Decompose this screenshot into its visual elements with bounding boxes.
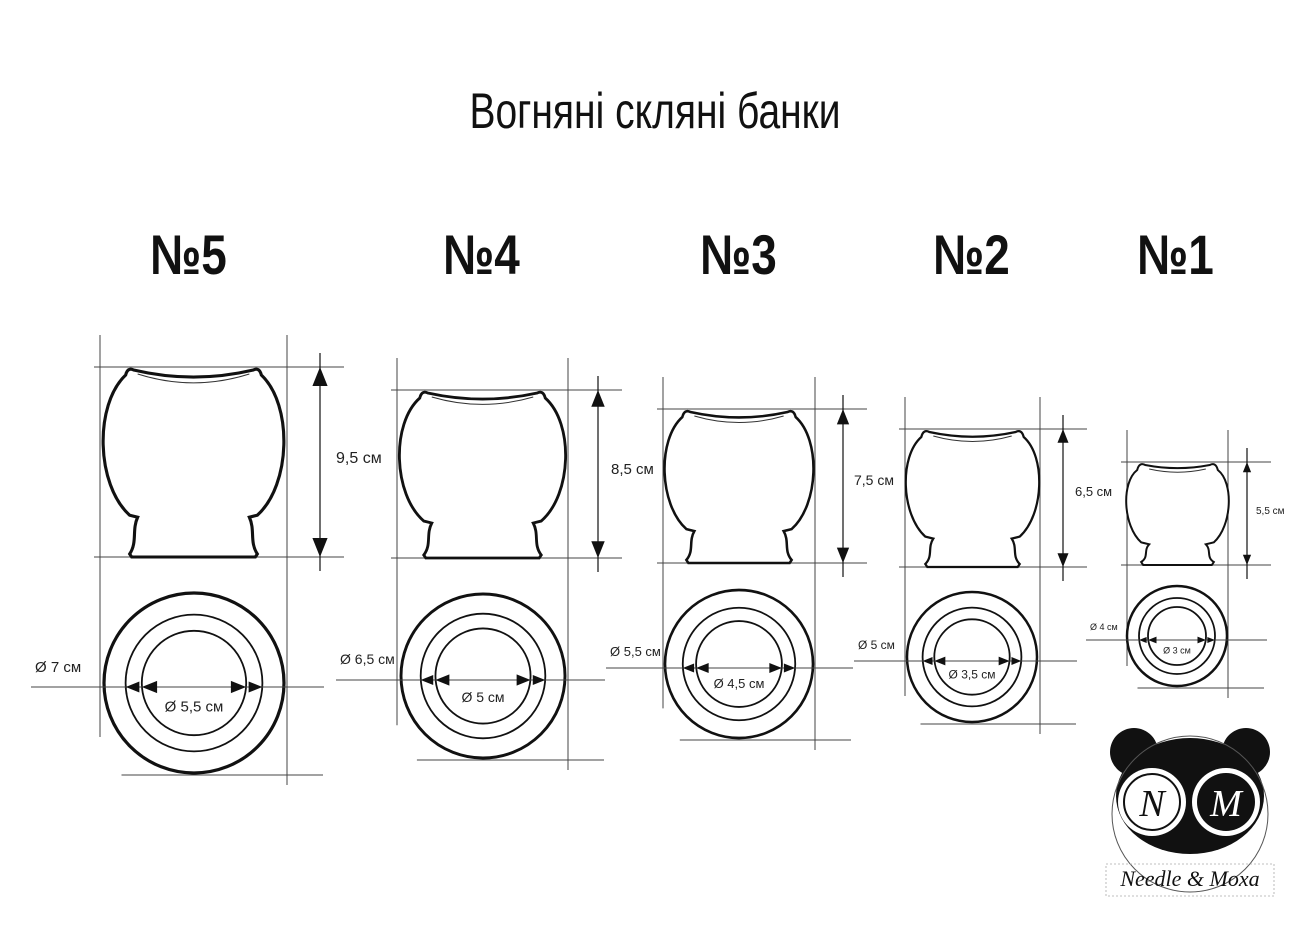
page-title: Вогняні скляні банки bbox=[469, 83, 841, 139]
height-label: 6,5 см bbox=[1075, 484, 1112, 499]
jar-number-1: №1 bbox=[1137, 223, 1214, 286]
inner-diameter-label: Ø 3,5 см bbox=[949, 668, 996, 682]
inner-diameter-label: Ø 3 см bbox=[1163, 646, 1191, 656]
needle-moxa-logo: N M bbox=[1105, 728, 1275, 897]
height-label: 9,5 см bbox=[336, 450, 382, 467]
logo-letter-m: M bbox=[1209, 783, 1244, 825]
inner-diameter-label: Ø 5,5 см bbox=[165, 698, 224, 715]
jar-number-5: №5 bbox=[150, 223, 227, 286]
jar-number-2: №2 bbox=[933, 223, 1010, 286]
outer-diameter-label: Ø 5,5 см bbox=[610, 644, 661, 659]
height-label: 7,5 см bbox=[854, 472, 894, 488]
height-label: 8,5 см bbox=[611, 461, 654, 478]
inner-diameter-label: Ø 5 см bbox=[461, 689, 504, 705]
inner-diameter-label: Ø 4,5 см bbox=[714, 676, 765, 691]
outer-diameter-label: Ø 7 см bbox=[35, 659, 81, 676]
jar-number-3: №3 bbox=[700, 223, 777, 286]
logo-letter-n: N bbox=[1138, 783, 1167, 825]
height-label: 5,5 см bbox=[1256, 506, 1285, 517]
outer-diameter-label: Ø 4 см bbox=[1090, 622, 1118, 632]
outer-diameter-label: Ø 6,5 см bbox=[340, 651, 395, 667]
outer-diameter-label: Ø 5 см bbox=[858, 638, 895, 652]
jar-number-4: №4 bbox=[443, 223, 520, 286]
logo-text: Needle & Moxa bbox=[1120, 866, 1260, 891]
